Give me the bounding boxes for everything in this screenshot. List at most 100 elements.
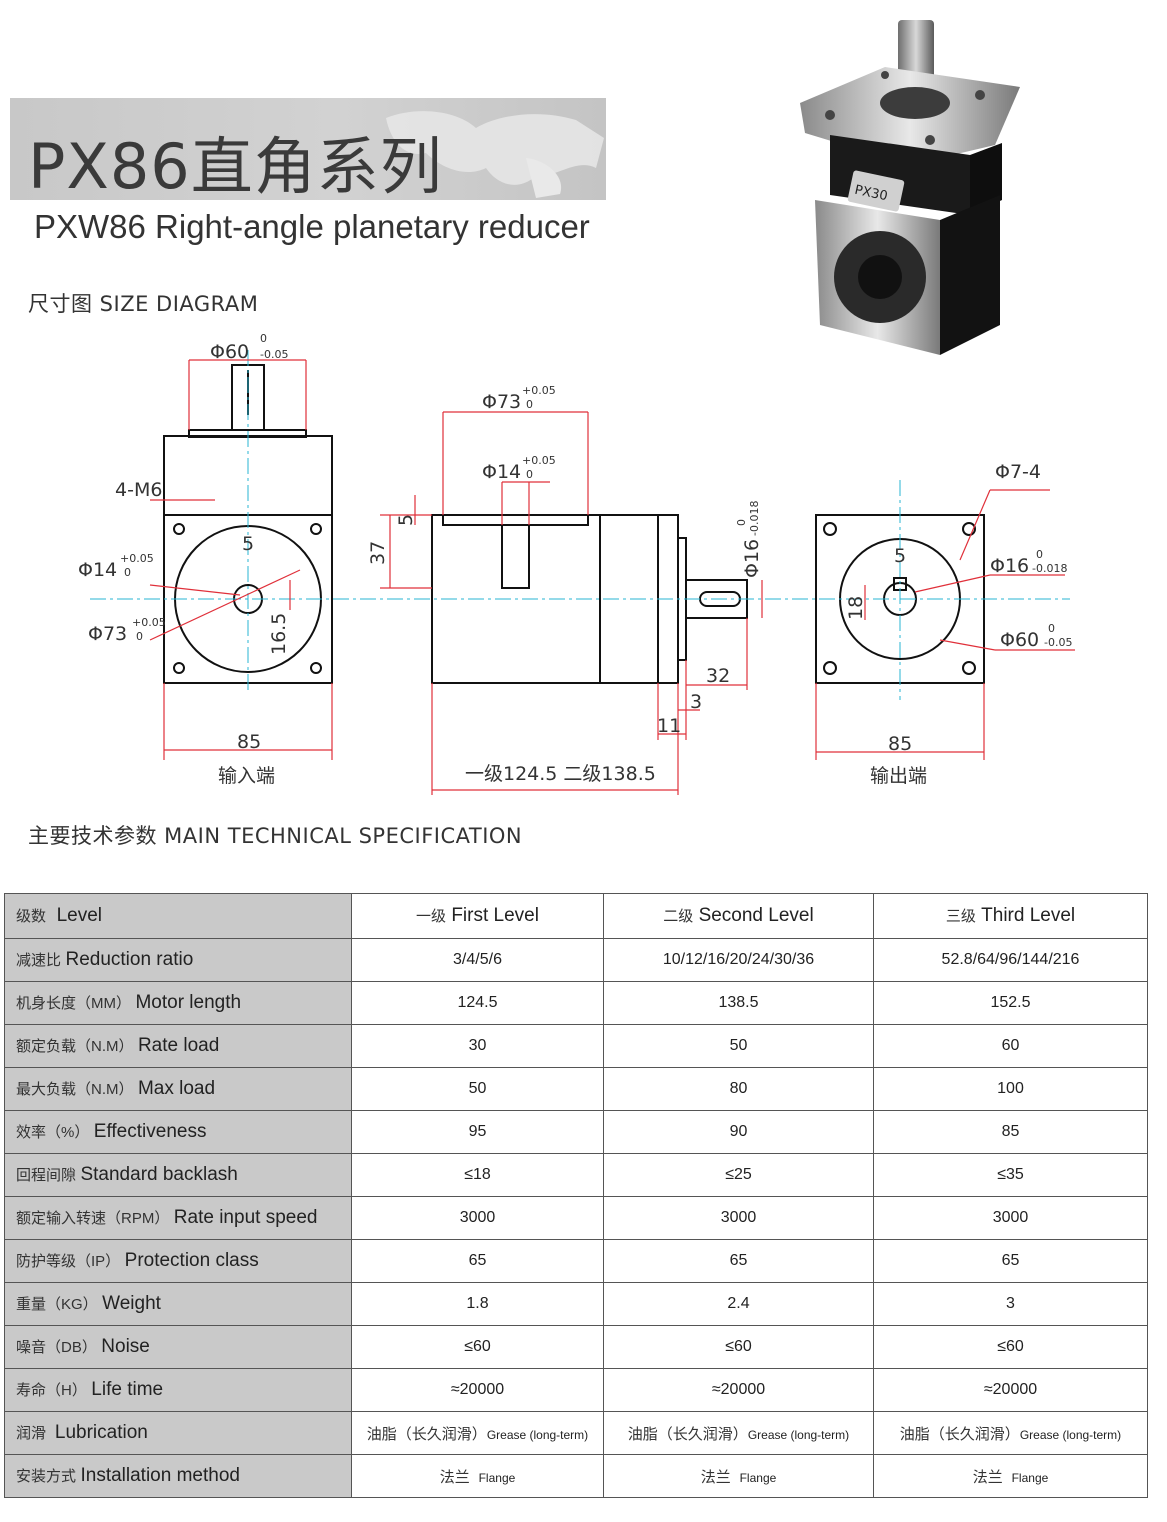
row-label: 额定负载（N.M） Rate load [4,1024,352,1068]
input-width-dim: 85 [237,731,261,753]
input-caption: 输入端 [218,765,275,787]
input-shaft-dim: Φ60 [210,341,249,363]
input-bore-dim: Φ14 [78,559,117,581]
svg-text:+0.05: +0.05 [522,454,556,467]
row-value: 50 [603,1024,874,1068]
row-value: ≈20000 [351,1368,604,1412]
svg-text:0: 0 [526,398,533,411]
header-third-level: 三级 Third Level [873,893,1148,939]
output-shaft-dim: Φ16 [990,555,1029,577]
header-first-level: 一级 First Level [351,893,604,939]
page-subtitle: PXW86 Right-angle planetary reducer [34,208,590,245]
row-label: 回程间隙 Standard backlash [4,1153,352,1197]
output-caption: 输出端 [870,765,927,787]
svg-text:0: 0 [1048,622,1055,635]
size-diagram: Φ60 0 -0.05 4-M6 Φ14 +0.05 0 Φ73 +0.05 0… [78,332,1075,795]
row-value: 65 [873,1239,1148,1283]
table-row-installation: 安装方式 Installation method 法兰 Flange 法兰 Fl… [4,1454,1148,1498]
output-key-dim: 5 [894,545,906,567]
row-label: 效率（%） Effectiveness [4,1110,352,1154]
row-value: ≤60 [603,1325,874,1369]
row-value: 50 [351,1067,604,1111]
row-label: 噪音（DB） Noise [4,1325,352,1369]
output-holes-dim: Φ7-4 [995,461,1041,483]
world-map-graphic [386,111,604,198]
row-value: 65 [603,1239,874,1283]
row-value: 52.8/64/96/144/216 [873,938,1148,982]
row-label: 减速比 Reduction ratio [4,938,352,982]
svg-text:0: 0 [260,332,267,345]
input-screw-dim: 4-M6 [115,479,162,501]
side-length-dim: 一级124.5 二级138.5 [465,763,656,785]
svg-text:-0.05: -0.05 [1044,636,1072,649]
row-value: 1.8 [351,1282,604,1326]
row-value: ≤60 [873,1325,1148,1369]
output-width-dim: 85 [888,733,912,755]
page-title: PX86直角系列 [28,130,443,200]
row-value: 124.5 [351,981,604,1025]
output-key-height-dim: 18 [845,596,867,620]
row-value: ≤60 [351,1325,604,1369]
main-spec-heading: 主要技术参数 MAIN TECHNICAL SPECIFICATION [28,824,523,848]
row-value: 90 [603,1110,874,1154]
row-label: 额定输入转速（RPM） Rate input speed [4,1196,352,1240]
side-bore-dim: Φ14 [482,461,521,483]
svg-text:+0.05: +0.05 [120,552,154,565]
row-value: ≤25 [603,1153,874,1197]
table-row: 噪音（DB） Noise≤60≤60≤60 [4,1325,1148,1369]
row-value: ≤18 [351,1153,604,1197]
svg-text:0: 0 [124,566,131,579]
spec-table: 级数 Level 一级 First Level 二级 Second Level … [4,893,1148,1498]
row-value: 10/12/16/20/24/30/36 [603,938,874,982]
side-shaft-dim: Φ16 [741,539,763,578]
row-label: 重量（KG） Weight [4,1282,352,1326]
product-photo: PX30 [800,20,1020,355]
row-value: 30 [351,1024,604,1068]
row-value: 3000 [351,1196,604,1240]
size-diagram-heading: 尺寸图 SIZE DIAGRAM [28,292,259,316]
input-pcd-dim: Φ73 [88,623,127,645]
svg-text:0: 0 [136,630,143,643]
row-value: 60 [873,1024,1148,1068]
output-pilot-dim: Φ60 [1000,629,1039,651]
row-value: 2.4 [603,1282,874,1326]
row-value: 3000 [603,1196,874,1240]
side-d11-dim: 11 [657,715,681,737]
svg-text:+0.05: +0.05 [522,384,556,397]
svg-text:0: 0 [1036,548,1043,561]
side-pcd-dim: Φ73 [482,391,521,413]
table-row: 寿命（H） Life time≈20000≈20000≈20000 [4,1368,1148,1412]
row-label: 机身长度（MM） Motor length [4,981,352,1025]
table-header-row: 级数 Level 一级 First Level 二级 Second Level … [4,893,1148,939]
svg-text:-0.018: -0.018 [748,501,761,536]
row-value: 95 [351,1110,604,1154]
row-value: ≤35 [873,1153,1148,1197]
title-banner: PX86直角系列 [10,98,606,200]
row-value: 85 [873,1110,1148,1154]
row-value: 3/4/5/6 [351,938,604,982]
side-d3-dim: 3 [690,691,702,713]
row-value: 3 [873,1282,1148,1326]
row-value: 152.5 [873,981,1148,1025]
row-label: 最大负载（N.M） Max load [4,1067,352,1111]
header-label-cell: 级数 Level [4,893,352,939]
side-depth-dim: 37 [367,541,389,565]
row-value: 3000 [873,1196,1148,1240]
svg-text:0: 0 [735,519,748,526]
row-value: 80 [603,1067,874,1111]
svg-text:+0.05: +0.05 [132,616,166,629]
header-second-level: 二级 Second Level [603,893,874,939]
row-value: 100 [873,1067,1148,1111]
input-key-width: 5 [242,533,254,555]
svg-text:-0.018: -0.018 [1032,562,1067,575]
table-row-lubrication: 润滑 Lubrication 油脂（长久润滑）Grease (long-term… [4,1411,1148,1455]
